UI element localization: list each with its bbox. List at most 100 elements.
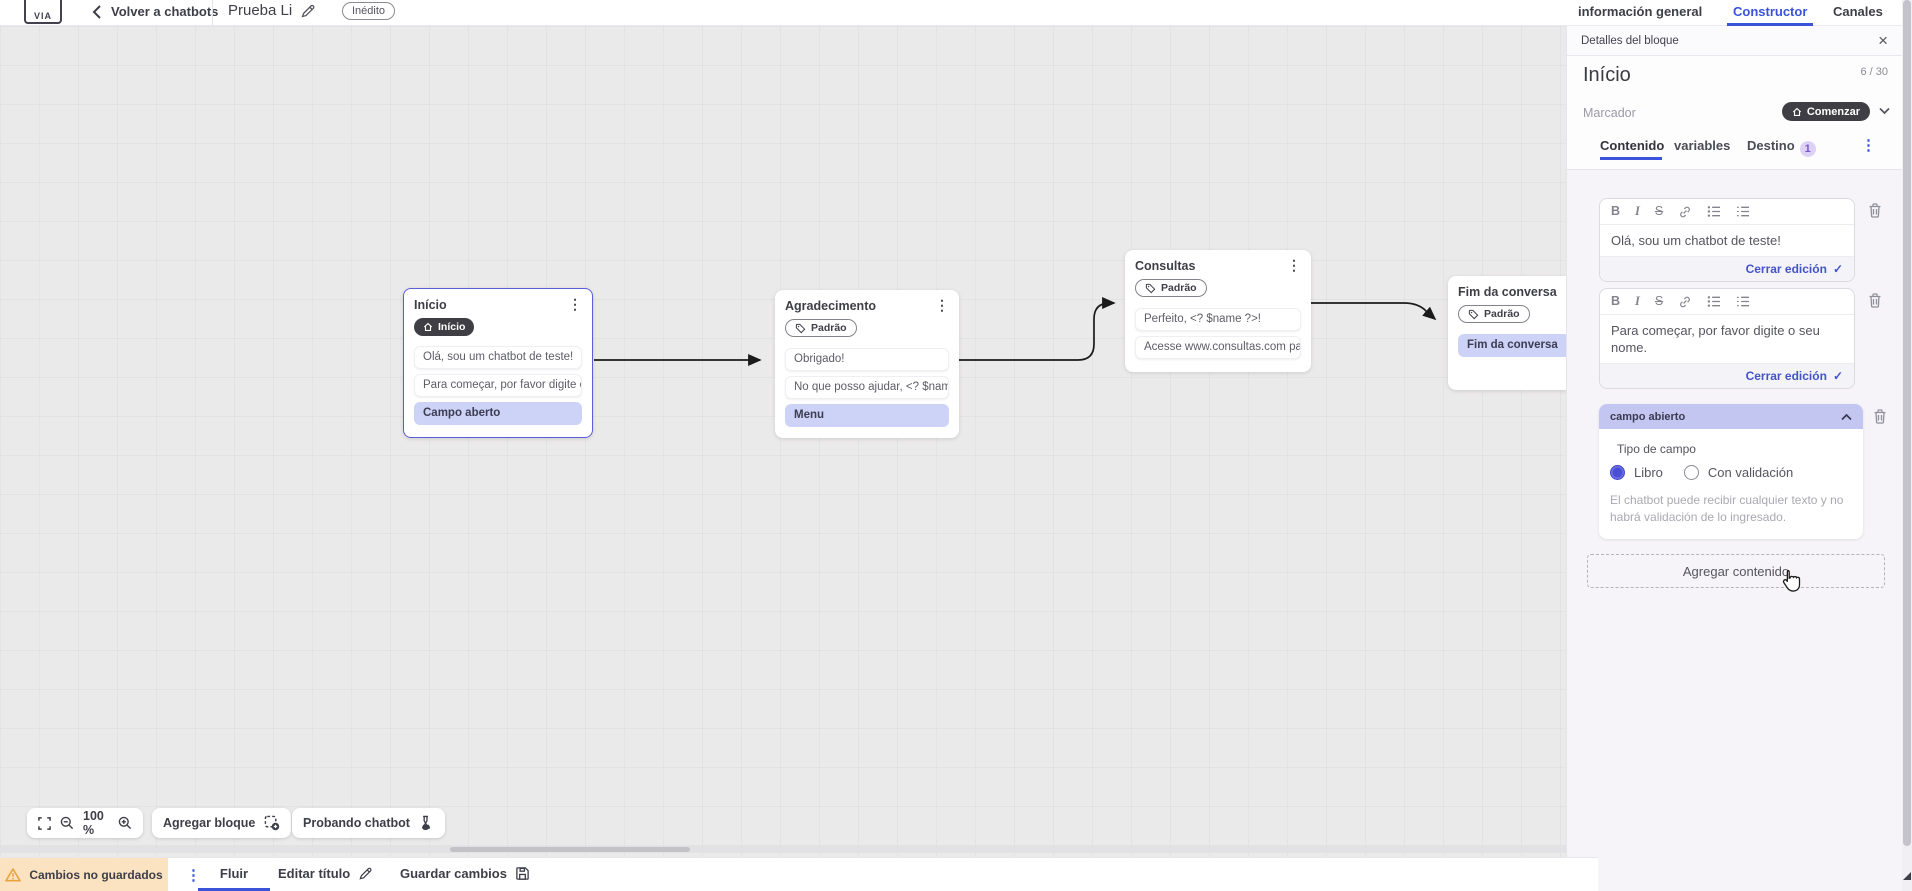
node-message-item[interactable]: Acesse www.consultas.com par... (1135, 335, 1301, 359)
zoom-out-icon[interactable] (60, 816, 74, 830)
active-tab-underline (1727, 23, 1813, 26)
node-title: Fim da conversa (1458, 285, 1557, 299)
app-logo[interactable]: VIA (24, 0, 62, 24)
tab-informacion-general[interactable]: información general (1578, 4, 1703, 19)
field-type-label: Tipo de campo (1617, 442, 1696, 456)
add-block-icon (264, 815, 280, 831)
panel-title: Detalles del bloque (1581, 34, 1679, 47)
topbar-divider (212, 0, 213, 26)
back-label: Volver a chatbots (111, 4, 219, 19)
link-icon[interactable] (1678, 205, 1692, 219)
destino-count-badge: 1 (1799, 141, 1816, 157)
status-badge: Inédito (342, 2, 396, 20)
tab-canales[interactable]: Canales (1833, 4, 1883, 19)
window-vertical-scrollbar[interactable] (1902, 0, 1912, 891)
node-message-item[interactable]: No que posso ajudar, <? $name ... (785, 375, 949, 399)
canvas-horizontal-scrollbar[interactable] (0, 846, 1566, 853)
test-chatbot-button[interactable]: Probando chatbot (292, 808, 445, 838)
strikethrough-button[interactable]: S (1654, 294, 1664, 309)
home-icon (423, 322, 433, 331)
node-menu-item[interactable]: Menu (785, 403, 949, 427)
panel-menu-icon[interactable]: ⋮ (1861, 137, 1876, 154)
panel-tab-contenido[interactable]: Contenido (1600, 138, 1665, 153)
zoom-toolbar: 100 % (27, 808, 143, 838)
edit-title-pencil-icon[interactable] (300, 3, 316, 19)
home-icon (1792, 107, 1801, 116)
close-edit-button[interactable]: Cerrar edición ✓ (1600, 363, 1854, 388)
trash-icon[interactable] (1867, 292, 1883, 309)
unsaved-changes-badge: Cambios no guardados (0, 858, 168, 891)
node-menu-icon[interactable]: ⋮ (1287, 257, 1301, 273)
node-badge-padrao: Padrão (1458, 305, 1530, 323)
add-block-button[interactable]: Agregar bloque (152, 808, 292, 838)
back-chevron-icon (92, 4, 101, 19)
tab-constructor[interactable]: Constructor (1733, 4, 1808, 19)
flow-menu-icon[interactable]: ⋮ (186, 867, 201, 884)
trash-icon[interactable] (1867, 202, 1883, 219)
content-editor-1: B I S Olá, sou um chatbot de teste! Cerr… (1599, 198, 1855, 282)
flow-node-fim-da-conversa[interactable]: Fim da conversa Padrão Fim da conversa (1448, 276, 1566, 390)
panel-tab-variables[interactable]: variables (1674, 138, 1731, 153)
node-end-item[interactable]: Fim da conversa (1458, 333, 1566, 357)
zoom-in-icon[interactable] (118, 816, 132, 830)
edge-agradecimento-consultas (959, 297, 1116, 361)
chevron-down-icon[interactable] (1879, 107, 1890, 115)
italic-button[interactable]: I (1635, 204, 1640, 219)
fit-screen-icon[interactable] (38, 816, 51, 830)
flow-node-inicio[interactable]: Início ⋮ Início Olá, sou um chatbot de t… (403, 288, 593, 438)
node-title: Consultas (1135, 259, 1196, 273)
node-menu-icon[interactable]: ⋮ (568, 296, 582, 312)
zoom-level: 100 % (83, 809, 104, 837)
link-icon[interactable] (1678, 295, 1692, 309)
char-counter: 6 / 30 (1860, 66, 1888, 78)
flask-icon (419, 815, 434, 831)
node-message-item[interactable]: Para começar, por favor digite o ... (414, 374, 582, 397)
flow-tab-underline (198, 888, 270, 891)
check-icon: ✓ (1832, 369, 1843, 383)
flow-node-consultas[interactable]: Consultas ⋮ Padrão Perfeito, <? $name ?>… (1125, 250, 1311, 372)
edit-title-button[interactable]: Editar título (278, 866, 373, 881)
back-to-chatbots-button[interactable]: Volver a chatbots (92, 4, 218, 19)
field-help-text: El chatbot puede recibir cualquier texto… (1610, 493, 1844, 524)
radio-con-validacion-label[interactable]: Con validación (1707, 465, 1794, 480)
flow-tab-fluir[interactable]: Fluir (219, 866, 249, 881)
add-block-label: Agregar bloque (163, 816, 256, 830)
bold-button[interactable]: B (1611, 204, 1621, 219)
close-icon[interactable]: × (1878, 30, 1888, 50)
node-menu-icon[interactable]: ⋮ (935, 297, 949, 313)
radio-libro-label[interactable]: Libro (1634, 465, 1663, 480)
chatbot-title: Prueba Li (228, 2, 293, 19)
node-message-item[interactable]: Obrigado! (785, 347, 949, 371)
node-message-item[interactable]: Olá, sou um chatbot de teste! (414, 346, 582, 369)
message-text-input[interactable]: Olá, sou um chatbot de teste! (1600, 225, 1854, 256)
numbered-list-icon[interactable] (1736, 295, 1750, 308)
flow-canvas[interactable]: Início ⋮ Início Olá, sou um chatbot de t… (0, 26, 1566, 858)
numbered-list-icon[interactable] (1736, 205, 1750, 218)
scroll-corner-arrow-icon (1903, 872, 1911, 880)
radio-con-validacion[interactable] (1683, 465, 1699, 480)
test-chatbot-label: Probando chatbot (303, 816, 410, 830)
block-name[interactable]: Início (1583, 64, 1631, 86)
trash-icon[interactable] (1872, 408, 1888, 425)
strikethrough-button[interactable]: S (1654, 204, 1664, 219)
close-edit-button[interactable]: Cerrar edición ✓ (1600, 256, 1854, 281)
radio-libro[interactable] (1610, 465, 1625, 480)
node-open-field-item[interactable]: Campo aberto (414, 402, 582, 425)
block-details-panel: Detalles del bloque × Início 6 / 30 Marc… (1566, 26, 1902, 891)
add-content-button[interactable]: Agregar contenido (1587, 554, 1885, 588)
open-field-header[interactable]: campo abierto (1599, 404, 1863, 429)
panel-header: Detalles del bloque × (1567, 26, 1902, 56)
save-changes-button[interactable]: Guardar cambios (400, 866, 530, 881)
warning-icon (5, 867, 22, 881)
flow-node-agradecimento[interactable]: Agradecimento ⋮ Padrão Obrigado! No que … (775, 290, 959, 438)
bold-button[interactable]: B (1611, 294, 1621, 309)
vertical-scrollbar-thumb[interactable] (1903, 0, 1911, 846)
marker-select[interactable]: Comenzar (1781, 102, 1870, 121)
node-message-item[interactable]: Perfeito, <? $name ?>! (1135, 307, 1301, 331)
italic-button[interactable]: I (1635, 294, 1640, 309)
bullet-list-icon[interactable] (1707, 205, 1721, 218)
message-text-input[interactable]: Para começar, por favor digite o seu nom… (1600, 315, 1854, 363)
bullet-list-icon[interactable] (1707, 295, 1721, 308)
horizontal-scrollbar-thumb[interactable] (450, 847, 690, 852)
